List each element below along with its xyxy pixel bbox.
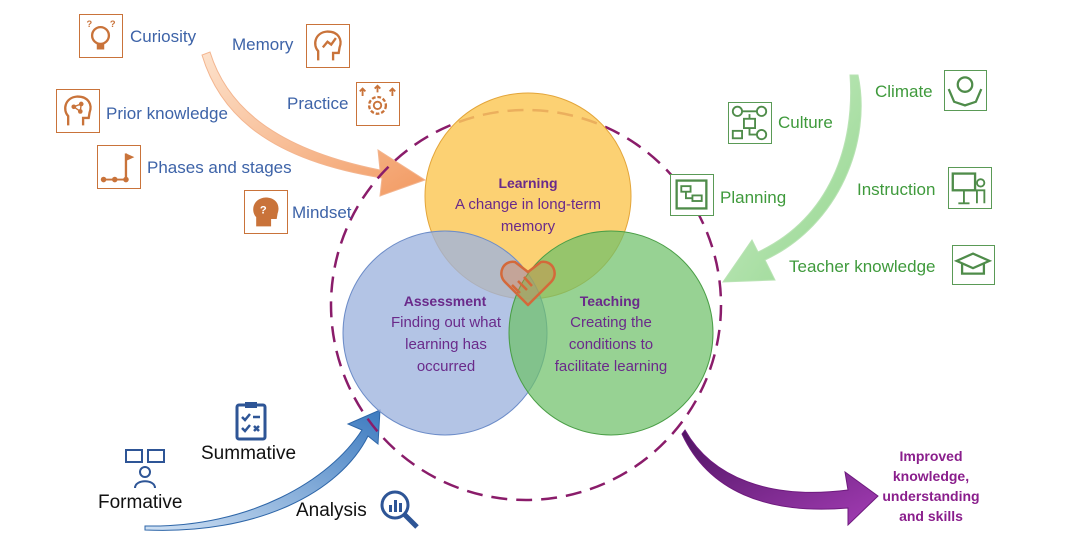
- curiosity-label: Curiosity: [130, 27, 197, 46]
- climate-label: Climate: [875, 82, 933, 101]
- memory-label: Memory: [232, 35, 294, 54]
- planning-label: Planning: [720, 188, 787, 207]
- handshake-icon: [500, 260, 556, 307]
- workflow-icon: [728, 102, 772, 144]
- culture-label: Culture: [778, 113, 833, 132]
- head-network-icon: [56, 89, 100, 133]
- prior-knowledge-label: Prior knowledge: [106, 104, 228, 123]
- teacher-knowledge-label: Teacher knowledge: [789, 257, 936, 276]
- outcome-text: Improved knowledge, understanding and sk…: [882, 448, 980, 524]
- flag-steps-icon: [97, 145, 141, 189]
- dashed-ring: [329, 108, 723, 502]
- mindset-label: Mindset: [292, 203, 352, 222]
- feedback-icon: [123, 446, 167, 490]
- teaching-circle: [508, 230, 714, 436]
- analysis-label: Analysis: [296, 500, 367, 521]
- graduation-cap-icon: [952, 245, 995, 285]
- teaching-description: Creating the conditions to facilitate le…: [554, 314, 668, 375]
- svg-text:?: ?: [87, 19, 93, 29]
- assessment-factors-arrow: [144, 409, 381, 531]
- hands-globe-icon: [944, 70, 987, 111]
- brain-gear-icon: [356, 82, 400, 126]
- practice-label: Practice: [287, 94, 349, 113]
- outcome-arrow: [681, 429, 879, 527]
- assessment-description: Finding out what learning has occurred: [390, 314, 502, 375]
- head-growth-icon: [306, 24, 350, 68]
- svg-text:?: ?: [110, 19, 116, 29]
- learning-description: A change in long-term memory: [455, 196, 601, 235]
- svg-text:?: ?: [260, 204, 267, 216]
- head-question-icon: ?: [244, 190, 288, 234]
- teaching-title: Teaching: [579, 293, 641, 309]
- formative-label: Formative: [98, 492, 183, 513]
- teacher-board-icon: [948, 167, 992, 209]
- phases-and-stages-label: Phases and stages: [147, 158, 292, 177]
- summative-label: Summative: [201, 443, 297, 464]
- learner-factors-arrow: [201, 51, 427, 197]
- magnifier-chart-icon: [377, 487, 421, 531]
- assessment-title: Assessment: [403, 293, 487, 309]
- clipboard-check-icon: [229, 399, 273, 443]
- learning-title: Learning: [498, 175, 558, 191]
- plan-board-icon: [670, 174, 714, 216]
- lightbulb-question-icon: ??: [79, 14, 123, 58]
- teacher-factors-arrow: [722, 74, 862, 283]
- instruction-label: Instruction: [857, 180, 936, 199]
